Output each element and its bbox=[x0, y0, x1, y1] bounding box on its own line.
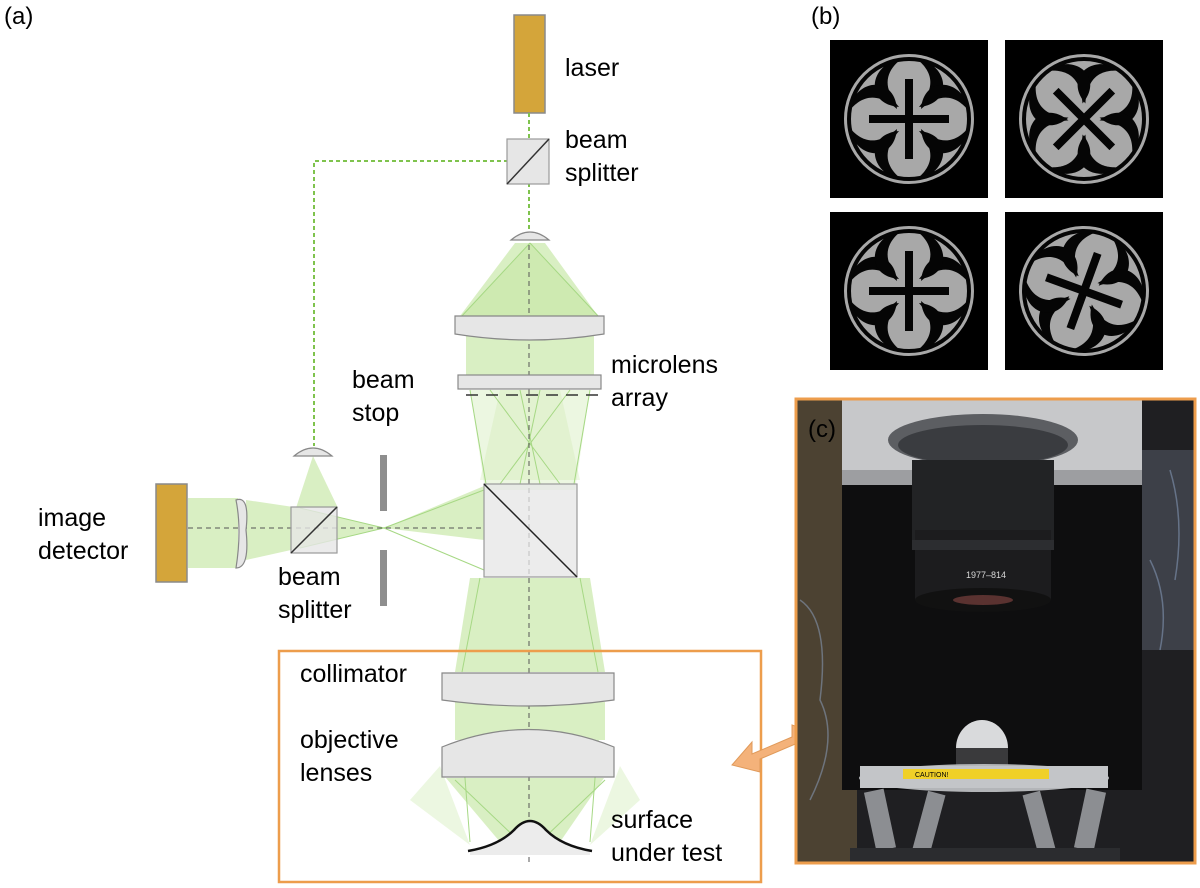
top-splitter-label-2: splitter bbox=[565, 159, 639, 187]
focus-cone-left bbox=[384, 486, 484, 540]
objective-lens bbox=[441, 728, 615, 778]
surface-label-1: surface bbox=[611, 806, 693, 834]
panel-a-label: (a) bbox=[4, 3, 33, 30]
surface-under-test-element bbox=[467, 819, 593, 855]
collimator-label: collimator bbox=[300, 660, 407, 688]
collimator-lens bbox=[441, 672, 615, 707]
detector-label-1: image bbox=[38, 504, 106, 532]
laser-source bbox=[513, 14, 546, 114]
reference-beam-cone bbox=[296, 456, 338, 508]
top-splitter-label-1: beam bbox=[565, 126, 628, 154]
laser-label: laser bbox=[565, 54, 619, 82]
panel-c-label: (c) bbox=[808, 416, 836, 443]
microlens-array-element bbox=[457, 374, 602, 396]
beam-paths bbox=[188, 243, 640, 845]
left-beam-splitter bbox=[290, 506, 338, 554]
beam-stop-label-2: stop bbox=[352, 399, 399, 427]
top-beam-splitter bbox=[506, 138, 550, 185]
beam-stop-element bbox=[380, 455, 387, 606]
objective-label-2: lenses bbox=[300, 759, 372, 787]
panel-b-label: (b) bbox=[811, 3, 840, 30]
lens-engraving: 1977–814 bbox=[966, 570, 1006, 580]
test-region-highlight bbox=[277, 649, 763, 884]
photo-panel: 1977–814 CAUTION! (c) bbox=[794, 397, 1197, 865]
beam-stop-label-1: beam bbox=[352, 366, 415, 394]
surface-label-2: under test bbox=[611, 839, 722, 867]
small-lens-top bbox=[509, 231, 551, 241]
bottom-splitter-label-2: splitter bbox=[278, 596, 352, 624]
pattern-image-4 bbox=[1005, 212, 1163, 370]
detector-beam bbox=[188, 498, 238, 568]
objective-label-1: objective bbox=[300, 726, 399, 754]
detector-label-2: detector bbox=[38, 537, 128, 565]
lower-beam bbox=[455, 578, 605, 672]
main-beam-splitter bbox=[483, 483, 578, 578]
pattern-image-1 bbox=[830, 40, 988, 198]
detector-lens bbox=[235, 498, 248, 569]
microlens-label-1: microlens bbox=[611, 351, 718, 379]
microlens-label-2: array bbox=[611, 384, 668, 412]
bottom-splitter-label-1: beam bbox=[278, 563, 341, 591]
image-detector-element bbox=[155, 483, 188, 583]
photo-frame bbox=[794, 397, 1197, 865]
lenslet-beams bbox=[470, 390, 590, 490]
pattern-image-2 bbox=[1005, 40, 1163, 198]
caution-label: CAUTION! bbox=[915, 772, 949, 779]
pattern-panel: (b) bbox=[811, 3, 1163, 370]
small-lens-reference bbox=[292, 447, 334, 457]
expander-lens bbox=[454, 315, 605, 341]
pattern-image-3 bbox=[830, 212, 988, 370]
schematic-panel: (a) laser beam splitter microlens array … bbox=[4, 3, 813, 884]
